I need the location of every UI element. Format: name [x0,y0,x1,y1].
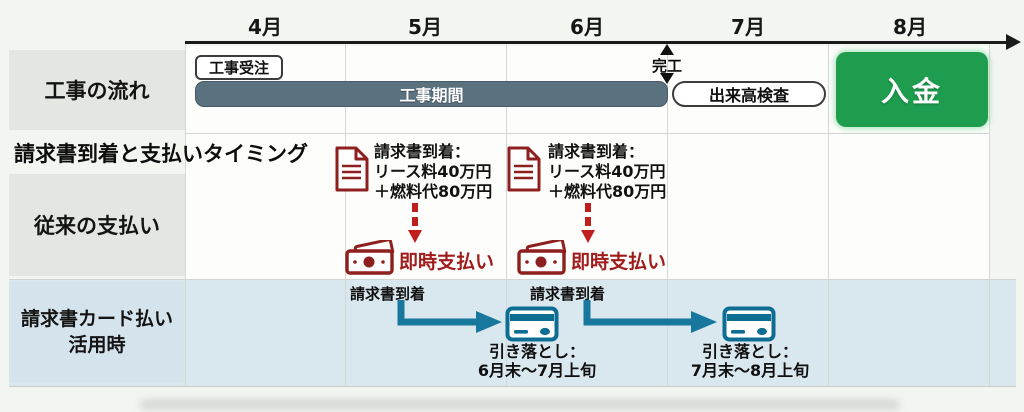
invoice-arrival-line3: ＋燃料代80万円 [374,182,493,201]
completion-label: 完工 [651,57,682,75]
gridline-vertical [345,42,346,386]
bottom-shadow [140,399,900,410]
section-title-invoice-timing: 請求書到着と支払いタイミング [14,142,308,166]
row-label-card-payment: 請求書カード払い 活用時 [9,282,185,382]
invoice-arrival-line3: ＋燃料代80万円 [548,182,667,201]
invoice-document-icon [507,146,541,192]
dashed-down-arrow-icon [408,203,422,245]
debit-period: 6月末～7月上旬 [477,361,597,380]
instant-payment-label-1: 即時支払い [399,251,495,273]
gridline-horizontal [185,133,989,134]
deposit-box: 入金 [836,52,988,127]
invoice-arrival-line2: リース料40万円 [374,162,492,181]
invoice-arrival-text-1: 請求書到着： リース料40万円 ＋燃料代80万円 [374,142,492,202]
card-invoice-arrival-label-1: 請求書到着 [350,285,426,303]
month-label-july: 7月 [731,15,765,39]
invoice-arrival-text-2: 請求書到着： リース料40万円 ＋燃料代80万円 [548,142,666,202]
credit-card-icon [722,306,776,342]
timeline-arrowhead-icon [1006,34,1021,50]
invoice-arrival-line1: 請求書到着： [374,142,471,161]
timeline-axis [185,41,1008,44]
month-label-june: 6月 [570,15,604,39]
deposit-label: 入金 [880,74,943,108]
debit-period: 7月末～8月上旬 [690,361,810,380]
gridline-horizontal [9,386,1016,387]
debit-label: 引き落とし： [701,342,798,361]
completion-marker-down-icon [660,73,674,84]
month-label-april: 4月 [248,15,282,39]
instant-payment-label-2: 即時支払い [571,251,667,273]
dashed-down-arrow-icon [581,203,595,245]
elbow-arrow-icon [397,300,502,333]
month-label-may: 5月 [408,15,442,39]
debit-label: 引き落とし： [488,342,585,361]
row-label-text: 工事の流れ [44,79,150,103]
row-label-conventional-payment: 従来の支払い [9,174,185,276]
construction-period-bar: 工事期間 [195,81,668,107]
completion-marker-up-icon [660,44,674,55]
gridline-vertical [989,42,990,386]
order-received-label: 工事受注 [208,59,269,77]
progress-inspection-label: 出来高検査 [708,86,789,105]
card-invoice-arrival-label-2: 請求書到着 [530,285,606,303]
credit-card-icon [505,306,559,342]
gridline-vertical [667,42,668,386]
row-label-text: 従来の支払い [34,214,160,238]
debit-text-1: 引き落とし： 6月末～7月上旬 [472,342,602,380]
cash-payment-icon [345,240,395,275]
invoice-arrival-line2: リース料40万円 [548,162,666,181]
month-label-august: 8月 [893,15,927,39]
cash-payment-icon [517,240,567,275]
invoice-document-icon [335,146,369,192]
gridline-vertical [828,42,829,386]
invoice-arrival-line1: 請求書到着： [548,142,645,161]
elbow-arrow-icon [583,300,717,333]
debit-text-2: 引き落とし： 7月末～8月上旬 [685,342,815,380]
row-label-text-line1: 請求書カード払い [20,308,173,330]
gridline-vertical [185,42,186,386]
order-received-box: 工事受注 [195,55,283,80]
construction-period-label: 工事期間 [399,86,464,105]
row-label-construction-flow: 工事の流れ [9,50,185,130]
progress-inspection-box: 出来高検査 [672,81,826,107]
gridline-horizontal [9,279,1016,280]
gridline-vertical [506,42,507,386]
row-label-text-line2: 活用時 [68,334,126,356]
